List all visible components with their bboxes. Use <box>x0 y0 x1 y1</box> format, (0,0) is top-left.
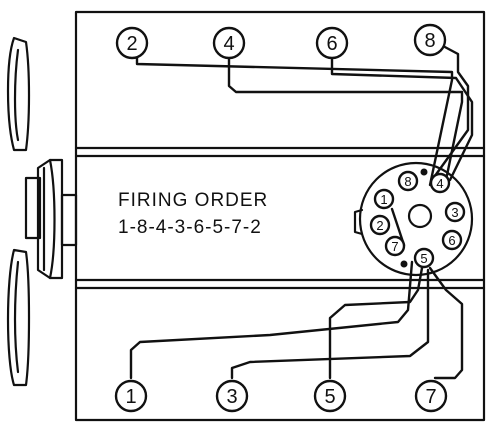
svg-text:5: 5 <box>324 386 335 408</box>
distributor-terminal: 8 <box>397 170 419 192</box>
firing-order-sequence: 1-8-4-3-6-5-7-2 <box>118 217 262 238</box>
engine-block <box>74 10 486 422</box>
svg-text:2: 2 <box>126 33 137 55</box>
svg-text:3: 3 <box>226 386 237 408</box>
svg-text:8: 8 <box>424 30 435 52</box>
cylinder-label: 2 <box>115 26 149 60</box>
svg-text:1: 1 <box>380 192 387 207</box>
firing-order-heading: FIRING ORDER <box>118 190 268 211</box>
distributor-terminal: 2 <box>369 214 391 236</box>
pulley-icon <box>36 158 78 280</box>
cylinder-label: 3 <box>215 379 249 413</box>
cylinder-label: 5 <box>313 379 347 413</box>
distributor-terminal: 3 <box>444 201 466 223</box>
svg-text:6: 6 <box>448 233 455 248</box>
distributor-terminal: 7 <box>384 235 406 257</box>
svg-text:7: 7 <box>425 386 436 408</box>
svg-text:5: 5 <box>420 251 427 266</box>
plug-wires-bottom-bank <box>129 260 464 380</box>
svg-text:1: 1 <box>125 386 136 408</box>
svg-text:8: 8 <box>404 174 411 189</box>
svg-text:3: 3 <box>451 205 458 220</box>
cylinder-label: 1 <box>114 379 148 413</box>
svg-text:2: 2 <box>376 218 383 233</box>
svg-text:4: 4 <box>436 176 443 191</box>
cylinder-label: 8 <box>413 23 447 57</box>
svg-text:4: 4 <box>223 33 234 55</box>
cylinder-label: 6 <box>315 26 349 60</box>
cylinder-label: 7 <box>414 379 448 413</box>
distributor-terminal: 6 <box>441 229 463 251</box>
distributor-terminal: 5 <box>413 247 435 269</box>
distributor-cap-icon <box>353 161 474 277</box>
cylinder-label: 4 <box>212 26 246 60</box>
distributor-terminal: 4 <box>429 172 451 194</box>
plug-wires-top-bank <box>135 44 474 187</box>
svg-text:7: 7 <box>391 239 398 254</box>
distributor-terminals: 8 4 3 6 5 7 2 1 <box>369 170 466 269</box>
distributor-terminal: 1 <box>373 188 395 210</box>
fan-icon <box>6 36 42 387</box>
svg-text:6: 6 <box>326 33 337 55</box>
